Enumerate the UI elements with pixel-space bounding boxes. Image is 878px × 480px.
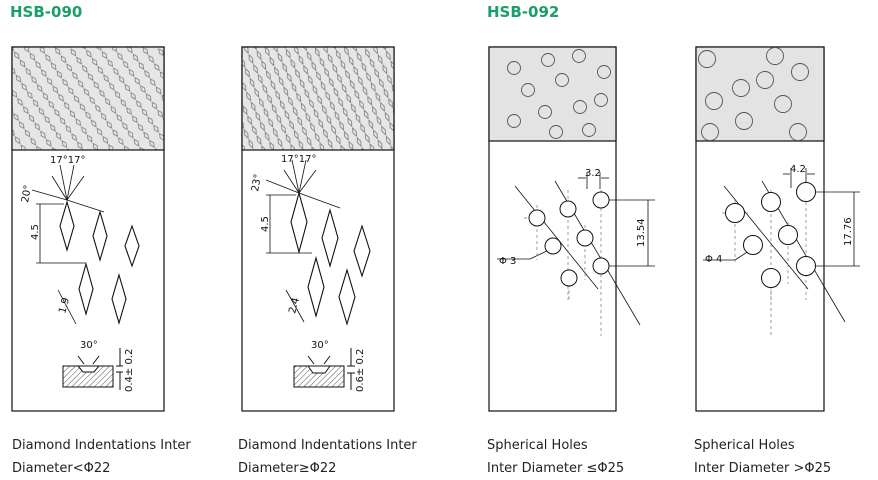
label-angles: 17°17° [50, 155, 85, 166]
caption-line: Diamond Indentations Inter [238, 438, 417, 453]
label-groove: 30° [311, 340, 329, 351]
label-step: 1.9 [57, 297, 72, 315]
label-span: 13.54 [636, 218, 647, 247]
label-diameter: Φ 4 [705, 254, 722, 265]
label-step: 2.4 [287, 297, 302, 315]
caption-panel-3: Spherical Holes Inter Diameter ≤Φ25 [487, 434, 624, 480]
label-pitch: 4.5 [30, 224, 41, 240]
label-diameter: Φ 3 [499, 256, 516, 267]
caption-panel-4: Spherical Holes Inter Diameter >Φ25 [694, 434, 831, 480]
label-span: 17.76 [843, 217, 854, 246]
panel-1: 17°17° 20° 4.5 1.9 30° 0.4± 0.2 [11, 46, 165, 412]
caption-panel-1: Diamond Indentations Inter Diameter<Φ22 [12, 434, 191, 480]
caption-line: Diamond Indentations Inter [12, 438, 191, 453]
panel-4: 4.2 17.76 Φ 4 [695, 46, 860, 412]
label-pitch: 4.5 [260, 216, 271, 232]
panel-2-texture [241, 46, 395, 151]
panel-1-texture [11, 46, 165, 151]
caption-line: Diameter<Φ22 [12, 461, 111, 476]
panel-2: 17°17° 23° 4.5 2.4 30° 0.6± 0.2 [241, 46, 395, 412]
heading-hsb-092: HSB-092 [487, 3, 560, 21]
panel-3: 3.2 13.54 Φ 3 [488, 46, 655, 412]
caption-line: Diameter≥Φ22 [238, 461, 337, 476]
heading-hsb-090: HSB-090 [10, 3, 83, 21]
label-spacing: 3.2 [585, 168, 601, 179]
label-depth: 0.4± 0.2 [124, 349, 135, 392]
label-spacing: 4.2 [790, 164, 806, 175]
caption-line: Inter Diameter >Φ25 [694, 461, 832, 476]
label-angles: 17°17° [281, 154, 316, 165]
label-depth: 0.6± 0.2 [355, 349, 366, 392]
label-tilt: 20° [20, 184, 34, 203]
caption-line: Spherical Holes [487, 438, 588, 453]
caption-line: Inter Diameter ≤Φ25 [487, 461, 625, 476]
caption-line: Spherical Holes [694, 438, 795, 453]
caption-panel-2: Diamond Indentations Inter Diameter≥Φ22 [238, 434, 417, 480]
label-groove: 30° [80, 340, 98, 351]
label-tilt: 23° [250, 173, 264, 192]
